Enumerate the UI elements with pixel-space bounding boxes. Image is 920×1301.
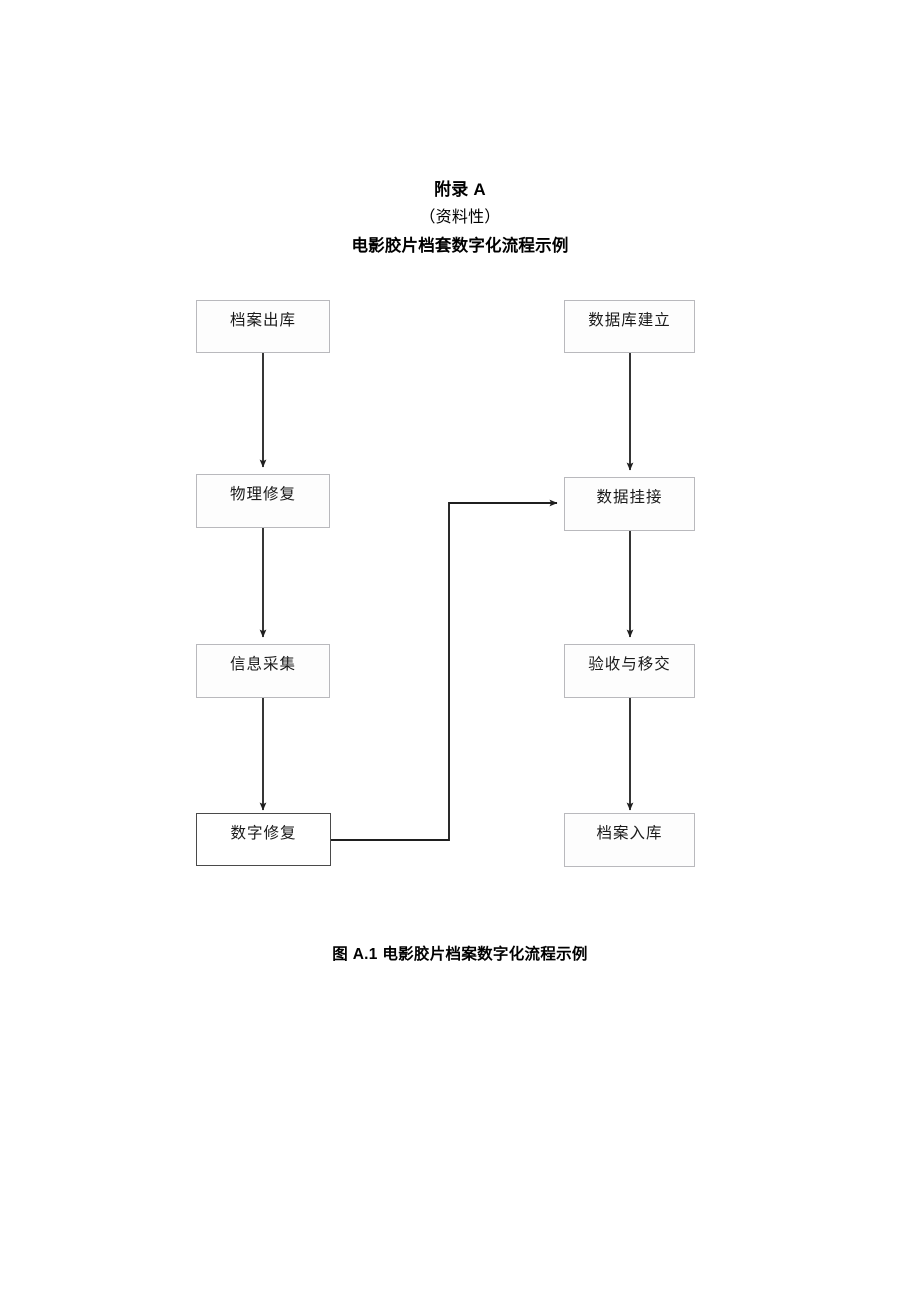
flow-node-label: 物理修复 bbox=[229, 486, 296, 504]
flowchart-connectors bbox=[259, 353, 634, 841]
flow-node-physical-repair[interactable]: 物理修复 bbox=[196, 474, 330, 528]
flow-node-acceptance[interactable]: 验收与移交 bbox=[564, 644, 695, 698]
flow-node-label: 数字修复 bbox=[230, 824, 297, 842]
flow-node-database-build[interactable]: 数据库建立 bbox=[564, 300, 695, 353]
flow-node-label: 数据挂接 bbox=[596, 489, 663, 507]
flow-node-archive-in[interactable]: 档案入库 bbox=[564, 813, 695, 867]
flow-node-label: 档案出库 bbox=[229, 311, 296, 329]
flow-node-data-linking[interactable]: 数据挂接 bbox=[564, 477, 695, 531]
edge-digital-repair-to-data-linking bbox=[331, 499, 558, 841]
flow-node-digital-repair[interactable]: 数字修复 bbox=[196, 813, 331, 866]
appendix-type-label: （资料性） bbox=[419, 209, 501, 226]
appendix-label: 附录 A bbox=[434, 180, 486, 199]
figure-caption: 图 A.1 电影胶片档案数字化流程示例 bbox=[332, 946, 588, 963]
flowchart-figure: 档案出库 物理修复 信息采集 数字修复 数据库建立 数据挂接 验收与移交 档案入… bbox=[196, 300, 695, 867]
flow-node-label: 数据库建立 bbox=[588, 311, 671, 329]
flow-node-label: 验收与移交 bbox=[588, 656, 671, 674]
flow-node-label: 信息采集 bbox=[229, 656, 296, 674]
flow-node-info-collection[interactable]: 信息采集 bbox=[196, 644, 330, 698]
appendix-heading: 附录 A （资料性） 电影胶片档套数字化流程示例 bbox=[0, 176, 920, 260]
flow-node-archive-out[interactable]: 档案出库 bbox=[196, 300, 330, 353]
flow-node-label: 档案入库 bbox=[596, 825, 663, 843]
appendix-title: 电影胶片档套数字化流程示例 bbox=[351, 237, 569, 255]
